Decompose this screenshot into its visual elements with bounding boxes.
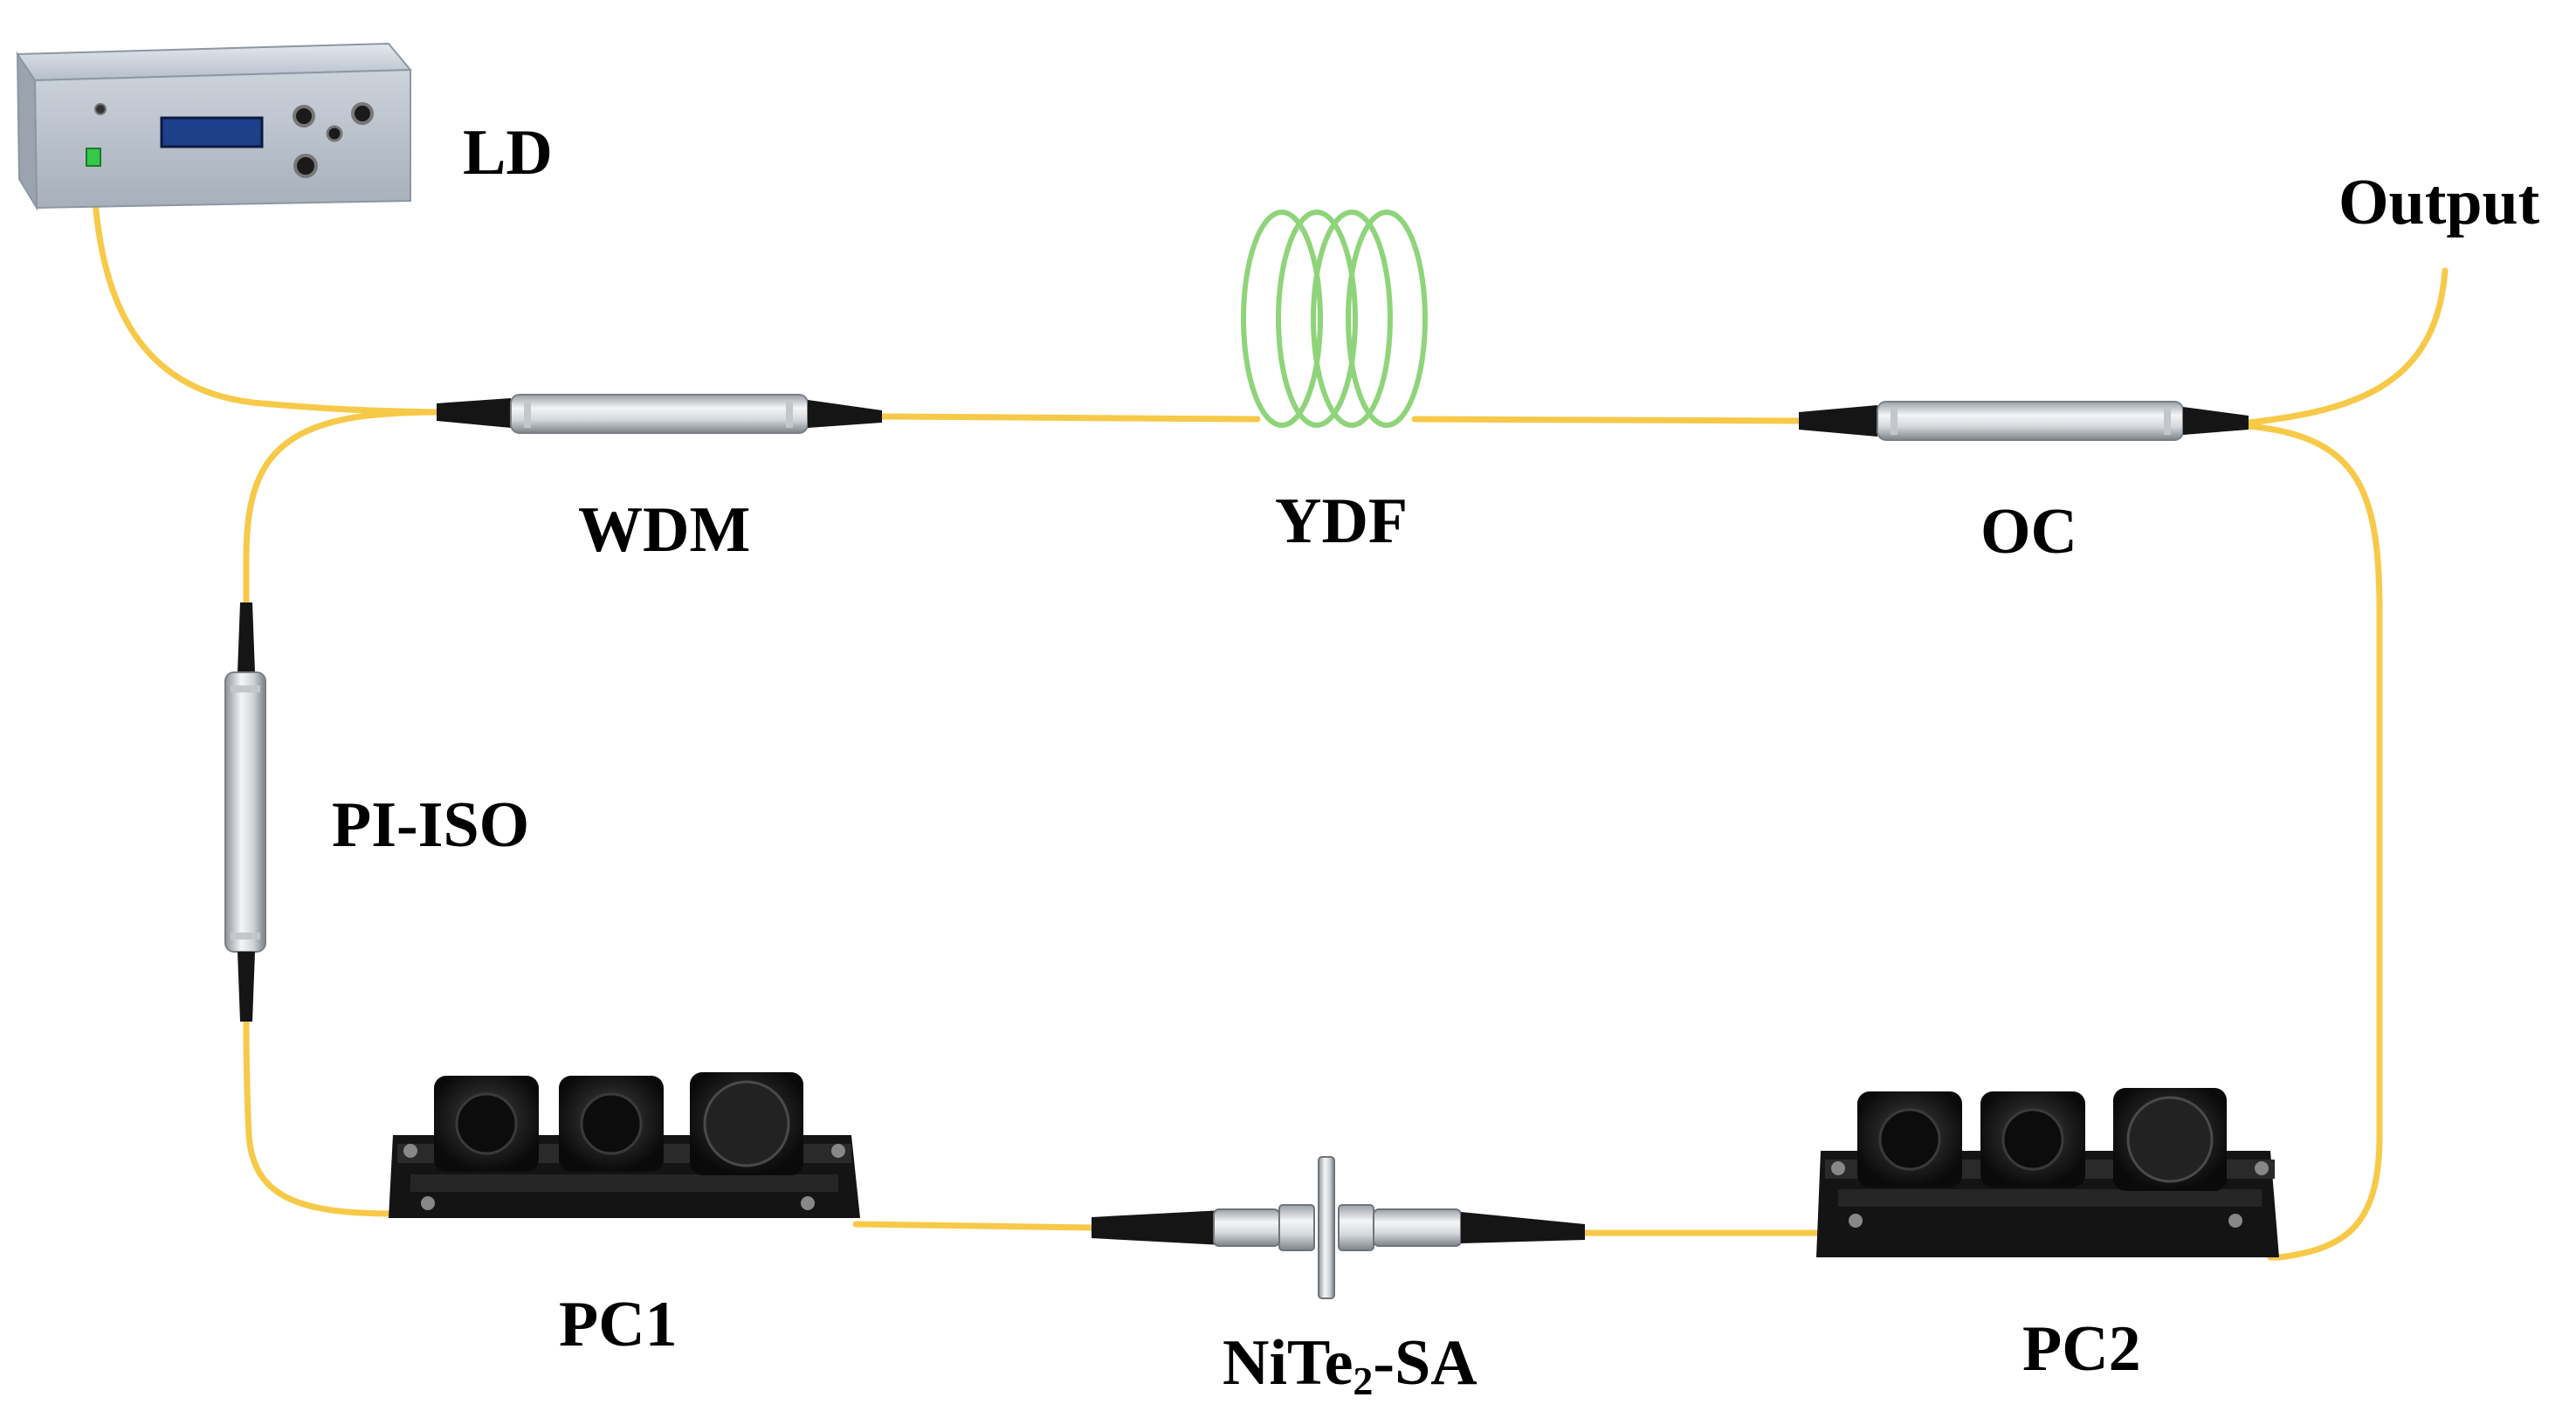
ydf-coil	[1241, 210, 1428, 428]
label-ydf: YDF	[1275, 485, 1409, 557]
label-output: Output	[2338, 167, 2540, 238]
ld-knob-1	[293, 105, 315, 127]
ld-knob-2	[351, 102, 374, 125]
fiber-ydf-to-oc	[1411, 416, 1802, 424]
fiber-output	[2245, 267, 2449, 426]
ld-power-switch	[94, 103, 107, 115]
ld-display	[160, 116, 264, 148]
label-sa-subscript: 2	[1353, 1359, 1374, 1403]
fiber-left-loop-to-wdm	[243, 409, 440, 606]
ld-box	[16, 42, 413, 211]
pc2-component	[1816, 1088, 2279, 1257]
label-pi-iso: PI-ISO	[332, 789, 530, 861]
ld-knob-3	[326, 125, 343, 142]
label-sa-prefix: NiTe	[1223, 1327, 1353, 1399]
label-pc2: PC2	[2022, 1313, 2141, 1385]
label-wdm: WDM	[578, 494, 751, 566]
label-sa-suffix: -SA	[1373, 1327, 1477, 1399]
label-ld: LD	[463, 117, 553, 189]
sa-component	[1092, 1156, 1585, 1299]
ld-output-connector	[86, 148, 101, 167]
fiber-ld-to-wdm	[90, 162, 440, 416]
ld-knob-4	[293, 154, 318, 178]
fiber-sa-to-pc1	[852, 1221, 1095, 1231]
fiber-pc1-to-left-loop	[243, 1018, 396, 1217]
fiber-wdm-to-ydf	[878, 413, 1261, 423]
wdm-component	[437, 394, 882, 434]
oc-component	[1799, 401, 2249, 441]
pi-iso-component	[224, 602, 266, 1022]
pc1-component	[389, 1072, 860, 1218]
label-sa: NiTe2-SA	[1223, 1331, 1477, 1401]
label-oc: OC	[1980, 496, 2077, 568]
fiber-oc-to-right-loop	[2245, 423, 2383, 1261]
label-pc1: PC1	[559, 1289, 678, 1360]
